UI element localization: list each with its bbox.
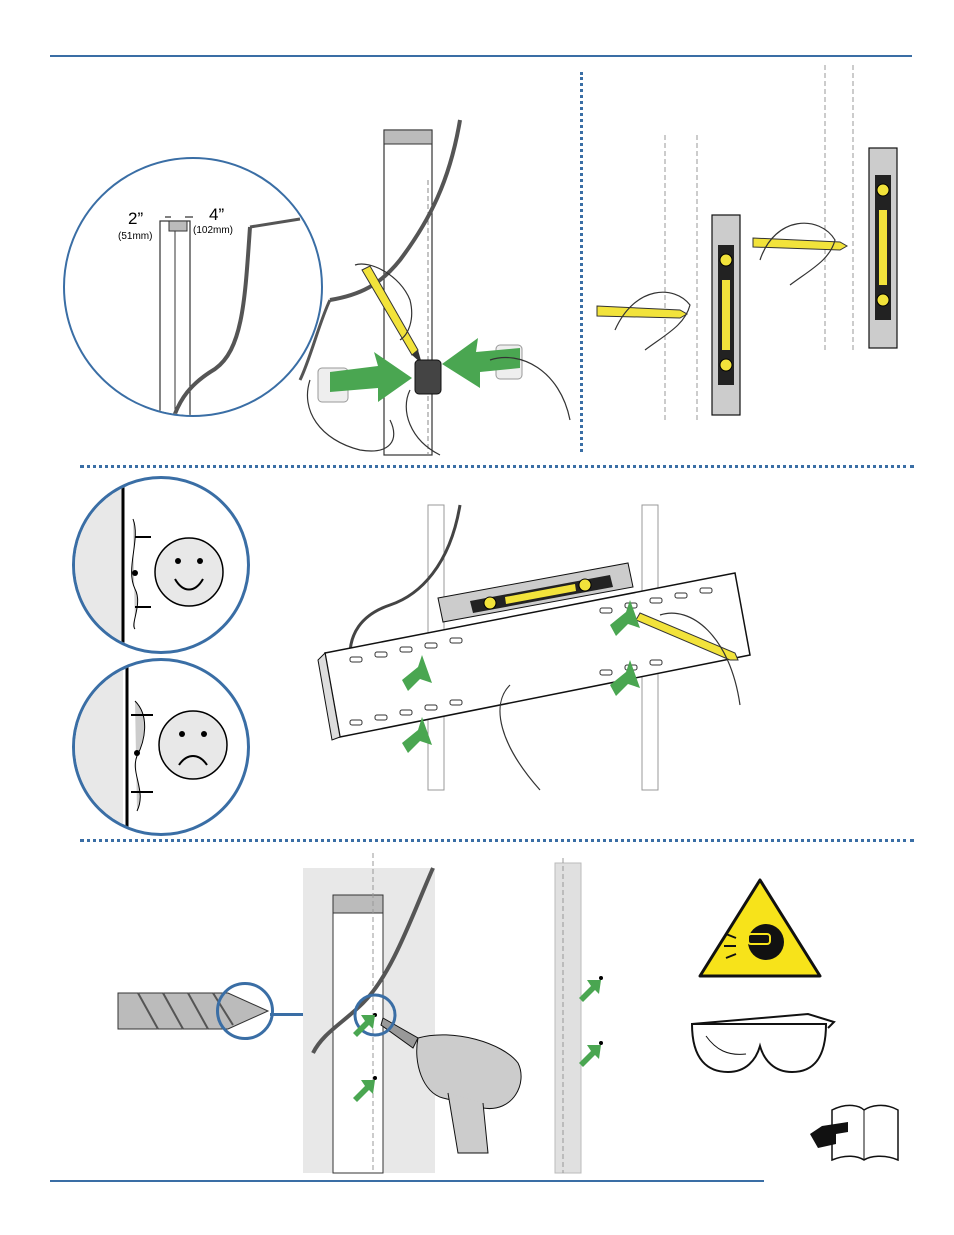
section-divider-2 bbox=[80, 839, 914, 842]
level-marking-illustration bbox=[585, 60, 905, 430]
stud-width-metric: (102mm) bbox=[193, 225, 233, 236]
read-manual-icon bbox=[808, 1102, 900, 1164]
frown-face-icon bbox=[159, 711, 227, 779]
safety-glasses-icon bbox=[688, 1010, 836, 1076]
correct-plate-detail bbox=[72, 476, 250, 654]
level-tool-icon bbox=[869, 148, 897, 348]
stud-depth-metric: (51mm) bbox=[118, 231, 152, 242]
pencil-icon bbox=[597, 306, 687, 318]
arrow-icon bbox=[579, 1045, 601, 1067]
eye-protection-warning-icon bbox=[696, 876, 824, 980]
stud-dimension-detail: 2” (51mm) 4” (102mm) bbox=[63, 157, 323, 417]
drill-bit-magnifier bbox=[216, 982, 274, 1040]
incorrect-plate-detail bbox=[72, 658, 250, 836]
stud-finder-illustration bbox=[290, 120, 580, 455]
top-rule bbox=[50, 55, 912, 57]
stud-width-label: 4” bbox=[209, 205, 224, 225]
arrow-icon bbox=[579, 980, 601, 1002]
section-divider-1 bbox=[80, 465, 914, 468]
smiley-face-icon bbox=[155, 538, 223, 606]
drilling-illustration bbox=[303, 853, 631, 1173]
stud-depth-label: 2” bbox=[128, 209, 143, 229]
step1-divider-vertical bbox=[580, 72, 583, 452]
wall-plate-marking-illustration bbox=[310, 505, 770, 795]
level-tool-icon bbox=[712, 215, 740, 415]
bottom-rule bbox=[50, 1180, 764, 1182]
